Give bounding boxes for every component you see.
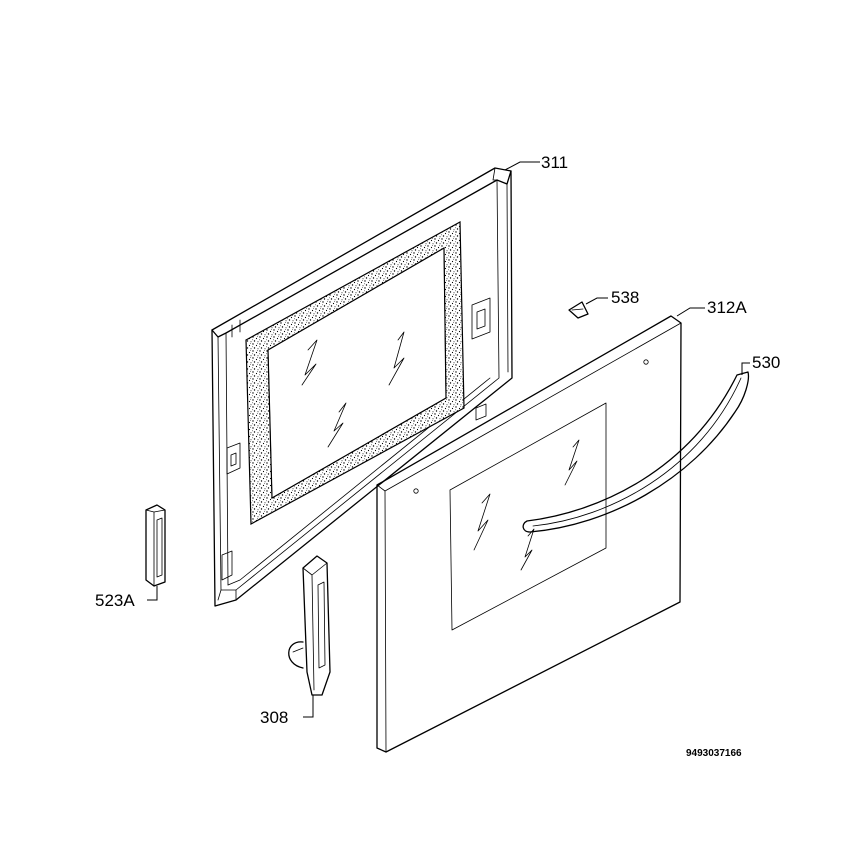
inner-glass-reflections	[301, 331, 405, 448]
label-part-308: 308	[260, 708, 288, 727]
label-part-538: 538	[611, 288, 639, 307]
inner-door-frame	[211, 167, 513, 607]
leader-lines	[147, 161, 750, 718]
clip-part	[568, 301, 589, 319]
door-hinge	[288, 555, 331, 696]
label-part-311: 311	[541, 153, 568, 172]
door-handle	[522, 371, 750, 533]
reference-code: 9493037166	[686, 748, 742, 759]
outer-glass-reflections	[473, 439, 580, 571]
label-part-312a: 312A	[707, 298, 747, 317]
label-part-530: 530	[752, 353, 780, 372]
inner-window-glass	[267, 247, 447, 499]
label-part-523a: 523A	[95, 591, 135, 610]
insulation-gasket	[245, 220, 465, 525]
hinge-bracket	[145, 504, 166, 587]
outer-glass-panel	[376, 315, 682, 753]
